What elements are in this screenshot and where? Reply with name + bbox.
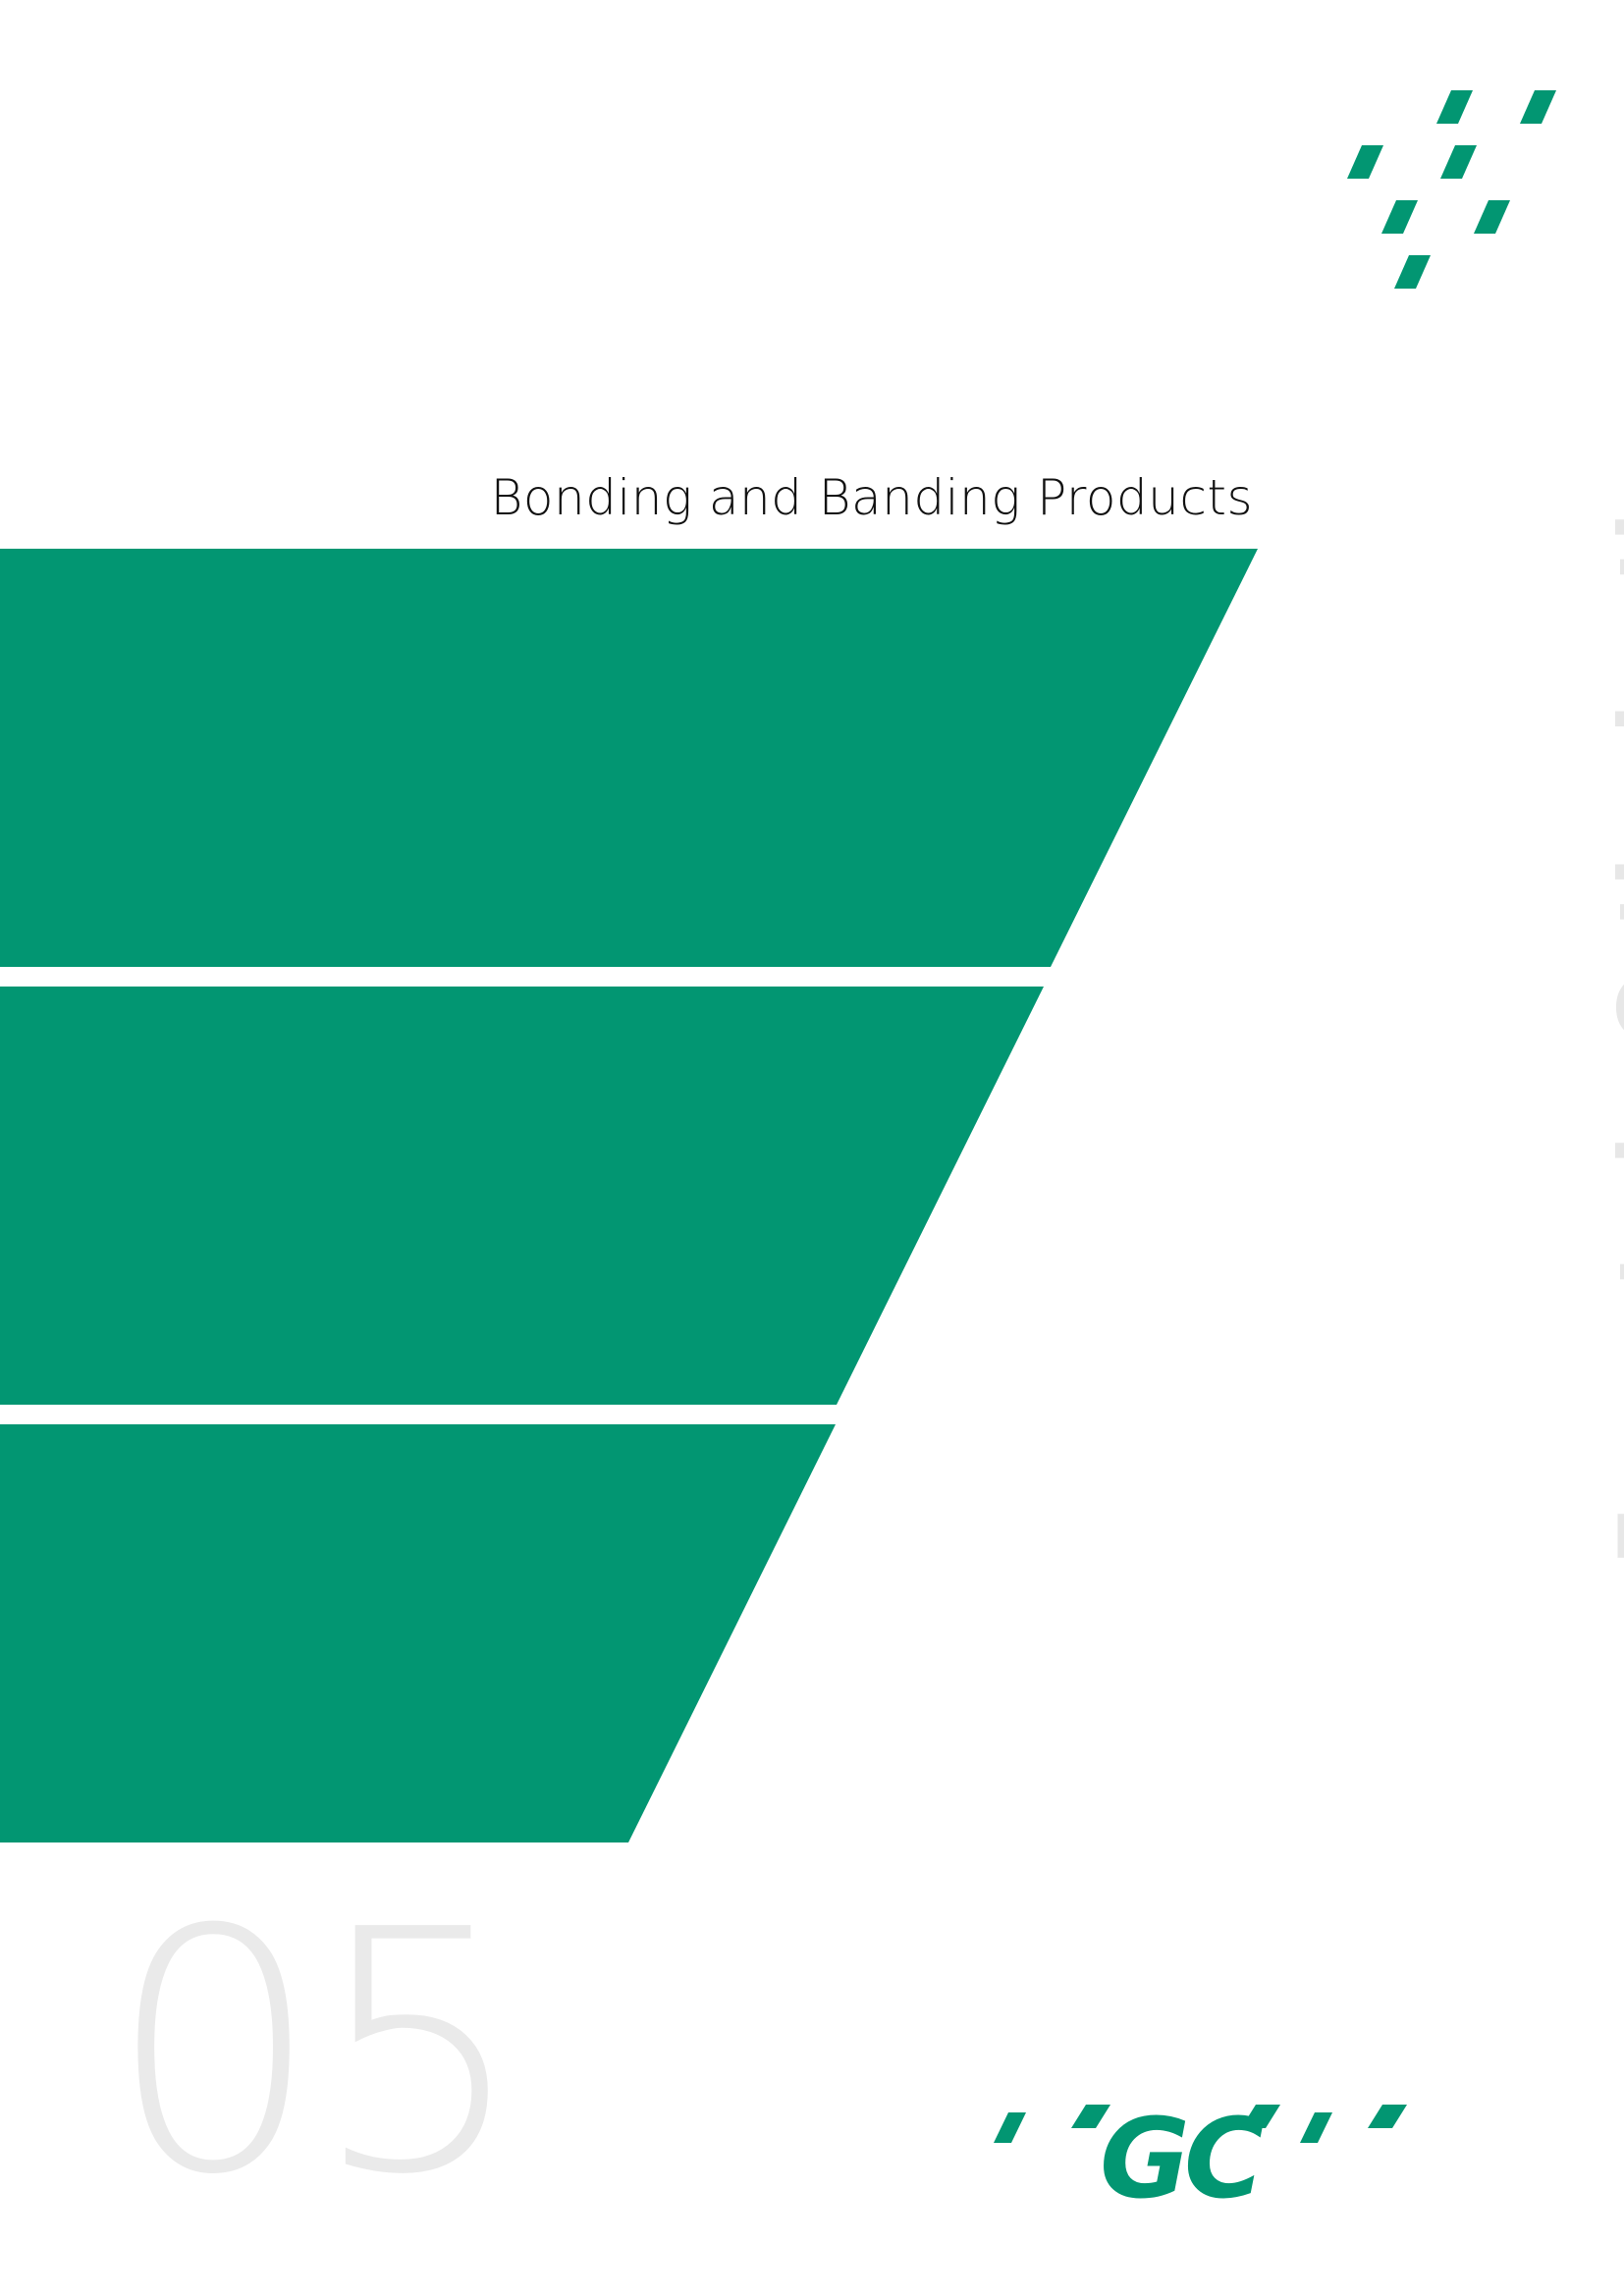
chapter-number: 05 [108, 1859, 525, 2248]
green-band-middle [0, 987, 1044, 1405]
gc-logo-icon: GC [994, 2096, 1407, 2223]
green-band-top [0, 549, 1258, 967]
diamond-pattern-icon [1347, 90, 1556, 289]
green-band-bottom [0, 1424, 836, 1842]
section-title: Bonding and Banding Products [490, 469, 1253, 526]
side-tagline: Experts in Orthodontics [1600, 409, 1624, 1566]
svg-text:GC: GC [1100, 2096, 1265, 2223]
